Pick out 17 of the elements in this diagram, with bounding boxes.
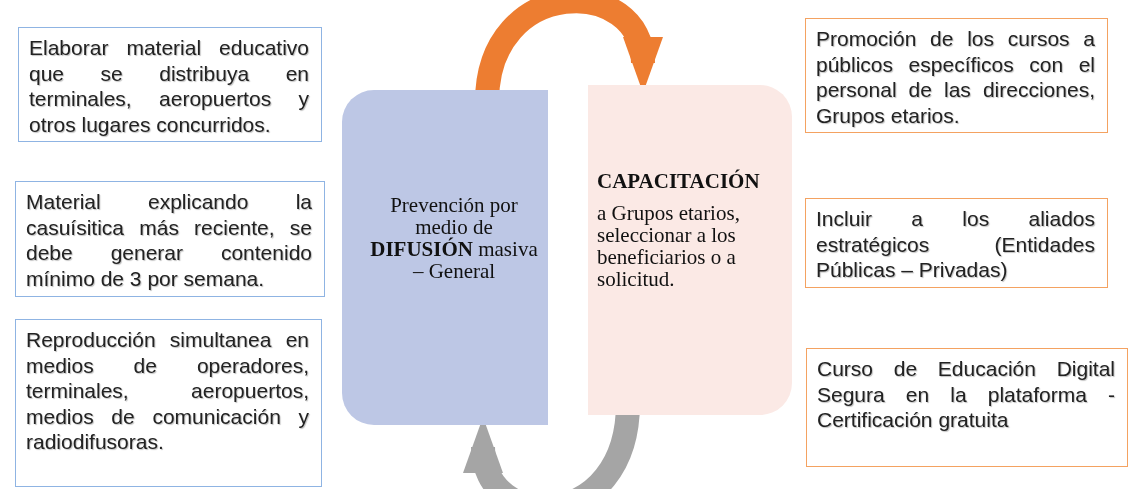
note-text: Elaborar material educativo que se distribuya en terminales, aeropuertos y otros lugares concurridos. [29,35,309,137]
text-box [15,181,325,297]
note-text: Reproducción simultanea en medios de operadores, terminales, aeropuertos, medios de comunicación y radiodifusoras. [26,327,309,455]
note-text: Incluir a los aliados estratégicos (Entidades Públicas – Privadas) [816,206,1095,283]
text-box [805,18,1108,133]
note-text: Promoción de los cursos a públicos específicos con el personal de las direcciones, Grupos etarios. [816,26,1095,128]
panel-text: Prevención por medio de DIFUSIÓN masiva – General [369,193,539,282]
text-box [18,27,322,142]
text-box [805,198,1108,288]
panel-text: a Grupos etarios, seleccionar a los beneficiarios o a solicitud. [597,202,741,290]
panel-heading: CAPACITACIÓN [597,170,758,192]
rounded-panel [588,85,792,415]
text-box [15,319,322,487]
rounded-panel [342,90,548,425]
note-text: Curso de Educación Digital Segura en la plataforma - Certificación gratuita [817,356,1115,433]
text-box [806,348,1128,467]
note-text: Material explicando la casuísitica más reciente, se debe generar contenido mínimo de 3 por semana. [26,189,312,291]
